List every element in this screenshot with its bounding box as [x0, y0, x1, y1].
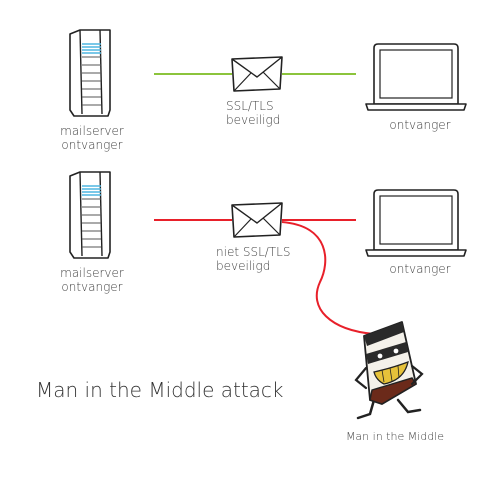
- envelope-icon: [231, 56, 283, 92]
- envelope-icon: [231, 202, 283, 238]
- receiver-label: ontvanger: [389, 118, 451, 132]
- channel-label: SSL/TLS beveiligd: [226, 99, 316, 127]
- channel-label-line1: SSL/TLS: [226, 99, 274, 113]
- receiver-label: ontvanger: [389, 262, 451, 276]
- diagram-title: Man in the Middle attack: [36, 378, 284, 402]
- sender-label-line2: ontvanger: [61, 138, 123, 152]
- sender-label: mailserver ontvanger: [54, 266, 130, 294]
- channel-label: niet SSL/TLS beveiligd: [216, 245, 316, 273]
- sender-label-line1: mailserver: [60, 124, 124, 138]
- laptop-icon: [365, 43, 467, 111]
- channel-label-line2: beveiligd: [216, 259, 271, 273]
- interception-line: [281, 221, 375, 335]
- attacker-label: Man in the Middle: [345, 430, 445, 443]
- sender-label-line2: ontvanger: [61, 280, 123, 294]
- channel-label-line2: beveiligd: [226, 113, 281, 127]
- server-icon: [69, 171, 111, 259]
- laptop-icon: [365, 189, 467, 257]
- sender-label: mailserver ontvanger: [54, 124, 130, 152]
- channel-label-line1: niet SSL/TLS: [216, 245, 291, 259]
- sender-label-line1: mailserver: [60, 266, 124, 280]
- attacker-character-icon: [354, 321, 424, 420]
- server-icon: [69, 29, 111, 117]
